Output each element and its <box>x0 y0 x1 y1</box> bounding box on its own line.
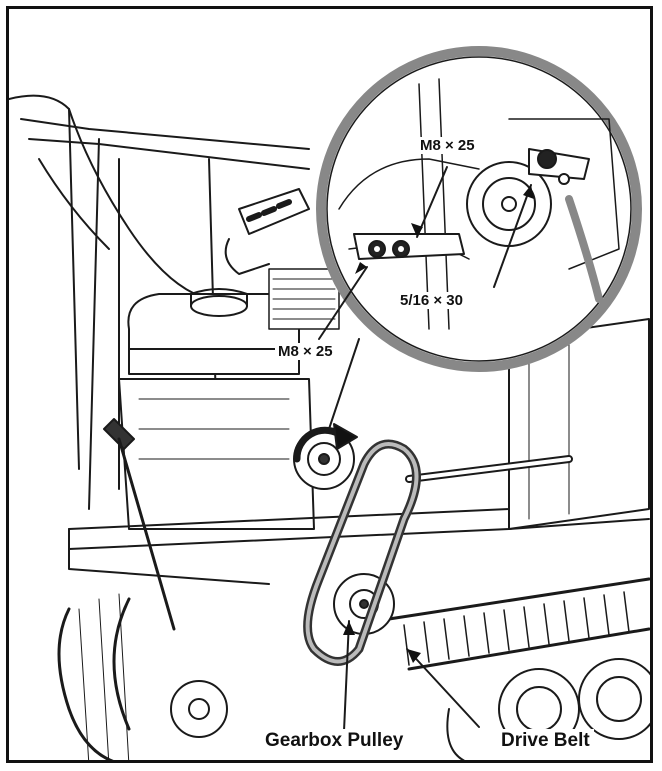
label-gearbox-pulley: Gearbox Pulley <box>261 729 408 752</box>
label-bolt-5-16: 5/16 × 30 <box>397 292 466 309</box>
engine-pulley <box>293 423 358 490</box>
detail-magnifier <box>316 46 642 372</box>
throttle-grip <box>224 188 310 275</box>
magnifier-leader <box>328 338 360 430</box>
label-m8-bottom: M8 × 25 <box>275 343 336 360</box>
engine <box>118 268 340 530</box>
label-arrowheads <box>343 185 534 663</box>
machine-illustration <box>9 46 650 760</box>
label-drive-belt: Drive Belt <box>497 729 594 752</box>
chassis <box>68 318 650 585</box>
label-m8-top: M8 × 25 <box>417 137 478 154</box>
left-track <box>57 593 228 760</box>
label-leaders <box>318 166 532 732</box>
drive-belt <box>303 439 421 666</box>
engine-lever <box>103 418 176 631</box>
handle-frame <box>9 94 310 510</box>
diagram-frame: M8 × 25 M8 × 25 5/16 × 30 Gearbox Pulley… <box>6 6 653 763</box>
